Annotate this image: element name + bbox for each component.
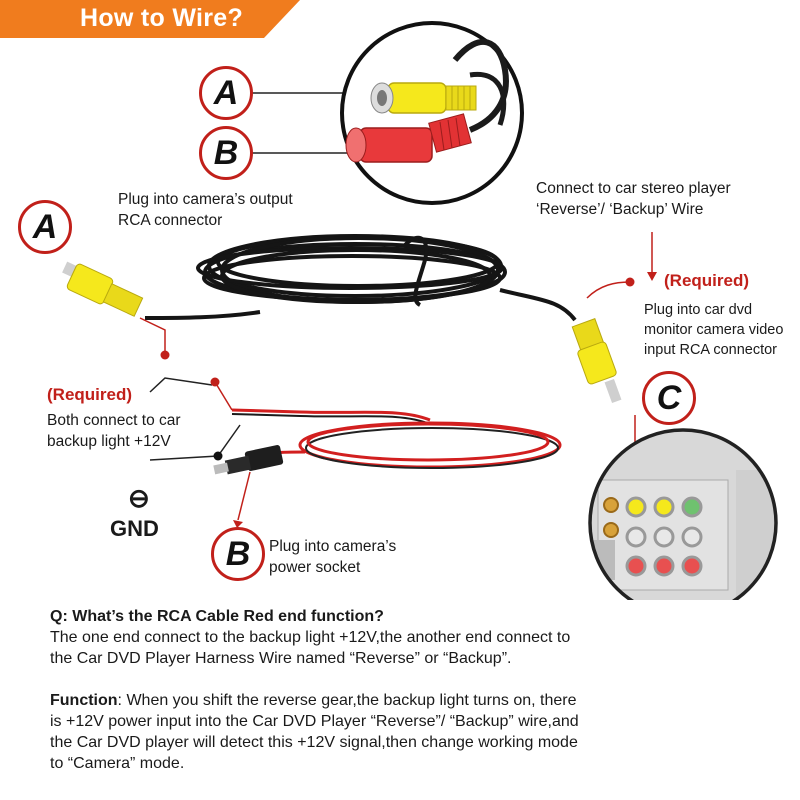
dvd-input-label: Plug into car dvd monitor camera video i… (644, 300, 783, 360)
wiring-illustration (62, 21, 778, 600)
function-line-4: to “Camera” mode. (50, 755, 185, 772)
rca-zoom-circle (340, 21, 524, 205)
dc-power-plug (213, 445, 284, 475)
required-dot-top (210, 377, 220, 387)
stereo-wire-line-1: Connect to car stereo player (536, 180, 731, 197)
function-text: : When you shift the reverse gear,the ba… (117, 692, 577, 709)
backup-light-line-1: Both connect to car (47, 412, 181, 429)
backup-light-line-2: backup light +12V (47, 433, 171, 450)
dvd-input-line-1: Plug into car dvd (644, 302, 753, 318)
stereo-wire-line-2: ‘Reverse’/ ‘Backup’ Wire (536, 201, 704, 218)
backup-light-pointer (149, 377, 213, 393)
function-label: Function (50, 692, 118, 709)
header-banner: How to Wire? (0, 0, 300, 38)
qa-question: Q: What’s the RCA Cable Red end function… (50, 608, 384, 625)
backup-light-label: Both connect to car backup light +12V (47, 410, 181, 452)
power-arrow (233, 520, 243, 528)
left-yellow-rca-plug (62, 261, 144, 317)
coiled-black-cable (144, 234, 577, 322)
gnd-dot (213, 451, 223, 461)
gnd-symbol: ⊖ (128, 483, 150, 513)
badge-b-top: B (199, 126, 253, 180)
power-socket-line-1: Plug into camera’s (269, 538, 397, 555)
camera-output-line-2: RCA connector (118, 212, 223, 229)
required-label-left: (Required) (47, 385, 132, 404)
qa-section: Q: What’s the RCA Cable Red end function… (50, 606, 770, 774)
function-line-2: is +12V power input into the Car DVD Pla… (50, 713, 579, 730)
red-rca-connector (345, 113, 472, 163)
function-line-1: Function: When you shift the reverse gea… (50, 690, 770, 711)
qa-answer-line-2: the Car DVD Player Harness Wire named “R… (50, 650, 512, 667)
qa-answer-line-1: The one end connect to the backup light … (50, 629, 571, 646)
red-black-power-cable (231, 408, 562, 469)
badge-c-monitor: C (642, 371, 696, 425)
dvd-input-line-3: input RCA connector (644, 342, 777, 358)
camera-output-line-1: Plug into camera’s output (118, 191, 293, 208)
power-socket-label: Plug into camera’s power socket (269, 536, 396, 578)
stereo-arrow (647, 272, 657, 281)
badge-a-left: A (18, 200, 72, 254)
power-socket-line-2: power socket (269, 559, 361, 576)
badge-a-top: A (199, 66, 253, 120)
stereo-wire-label: Connect to car stereo player ‘Reverse’/ … (536, 178, 731, 220)
rca-jacks (603, 496, 703, 577)
function-line-3: the Car DVD player will detect this +12V… (50, 734, 578, 751)
gnd-label: GND (110, 516, 159, 541)
yellow-rca-connector (370, 82, 477, 114)
dvd-input-line-2: monitor camera video (644, 322, 784, 338)
badge-b-power: B (211, 527, 265, 581)
monitor-panel-zoom (588, 428, 778, 600)
right-yellow-rca-plug (571, 318, 622, 404)
camera-output-label: Plug into camera’s output RCA connector (118, 189, 293, 231)
header-title: How to Wire? (80, 4, 244, 32)
required-dot-left (160, 350, 170, 360)
required-dot-right (625, 277, 635, 287)
required-label-right: (Required) (664, 271, 749, 290)
